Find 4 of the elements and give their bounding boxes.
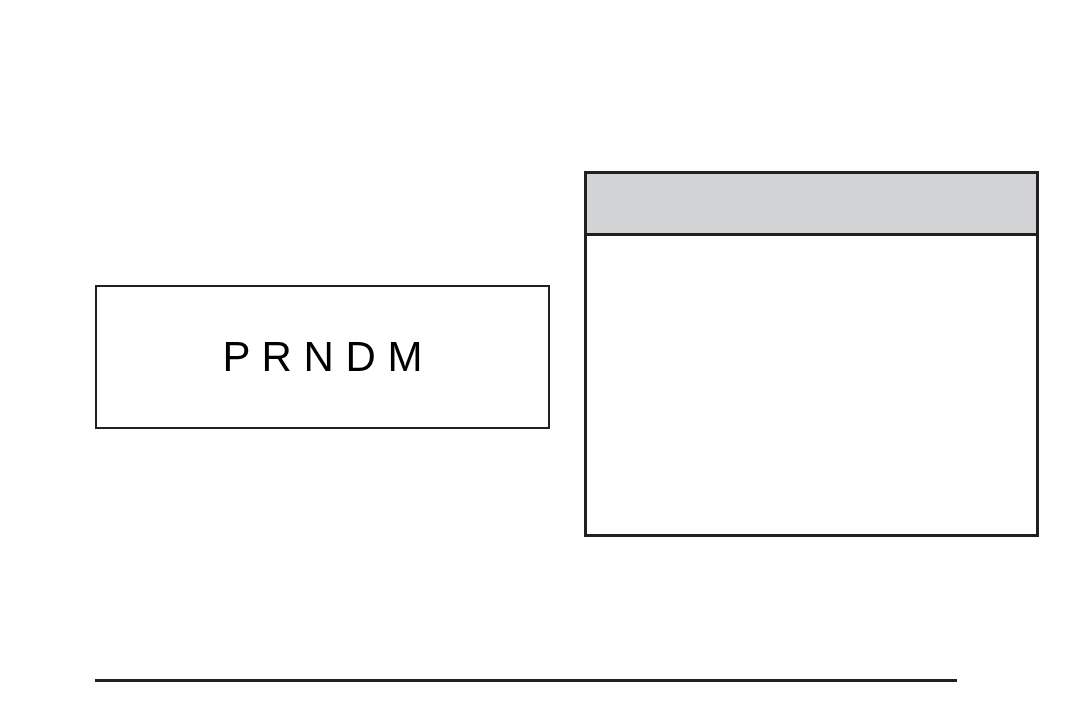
selector-box: [95, 285, 550, 429]
header-band: [587, 174, 1036, 236]
empty-panel: [584, 171, 1039, 537]
gear-letters: P R N D M: [222, 336, 423, 378]
